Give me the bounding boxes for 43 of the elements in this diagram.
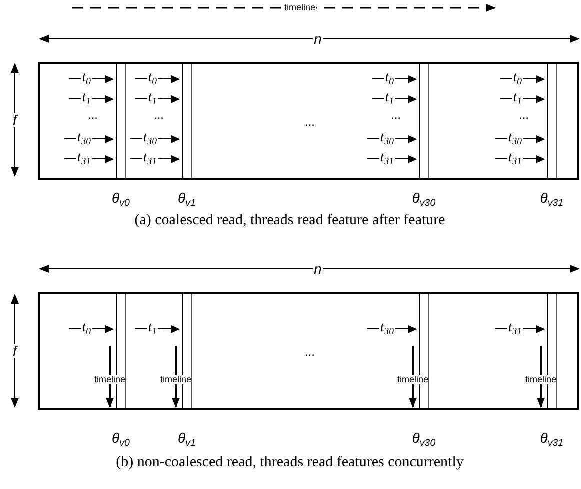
thread-label: t$_{0}$ [135,71,180,88]
thread-label: t$_{0}$ [372,71,417,88]
timeline-label: timeline [160,376,192,384]
theta-label: θ$_{v0}$ [112,431,130,449]
theta-label: θ$_{v30}$ [412,431,436,449]
dimension-label: f [12,113,18,127]
thread-label: t$_{0}$ [500,71,545,88]
thread-label: t$_{30}$ [495,131,545,148]
thread-label: t$_{1}$ [500,91,545,108]
thread-label: t$_{31}$ [130,151,180,168]
thread-label: t$_{30}$ [367,131,417,148]
thread-label: t$_{0}$ [69,321,114,338]
ellipsis: ... [391,109,401,121]
thread-label: t$_{0}$ [69,71,114,88]
ellipsis: ... [88,109,98,121]
thread-label: t$_{30}$ [367,321,417,338]
ellipsis: ... [519,109,529,121]
thread-label: t$_{1}$ [69,91,114,108]
thread-label: t$_{1}$ [372,91,417,108]
ellipsis: ... [305,116,315,128]
thread-label: t$_{30}$ [64,131,114,148]
thread-label: t$_{31}$ [495,151,545,168]
theta-label: θ$_{v0}$ [112,191,130,209]
caption: (b) non-coalesced read, threads read features concurrently [116,456,464,470]
theta-label: θ$_{v1}$ [178,431,196,449]
ellipsis: ... [154,109,164,121]
theta-label: θ$_{v1}$ [178,191,196,209]
timeline-label: timeline [94,376,126,384]
thread-label: t$_{31}$ [64,151,114,168]
timeline-label: timeline [398,376,428,384]
ellipsis: ... [305,346,315,358]
thread-label: t$_{31}$ [367,151,417,168]
caption: (a) coalesced read, threads read feature after feature [134,214,446,228]
theta-label: θ$_{v31}$ [540,191,564,209]
dimension-label: f [12,344,18,358]
thread-label: t$_{1}$ [135,321,180,338]
thread-label: t$_{1}$ [135,91,180,108]
thread-label: t$_{31}$ [495,321,545,338]
theta-label: θ$_{v31}$ [540,431,564,449]
timeline-label: timeline [284,4,316,12]
theta-label: θ$_{v30}$ [412,191,436,209]
thread-label: t$_{30}$ [130,131,180,148]
timeline-label: timeline [526,376,556,384]
